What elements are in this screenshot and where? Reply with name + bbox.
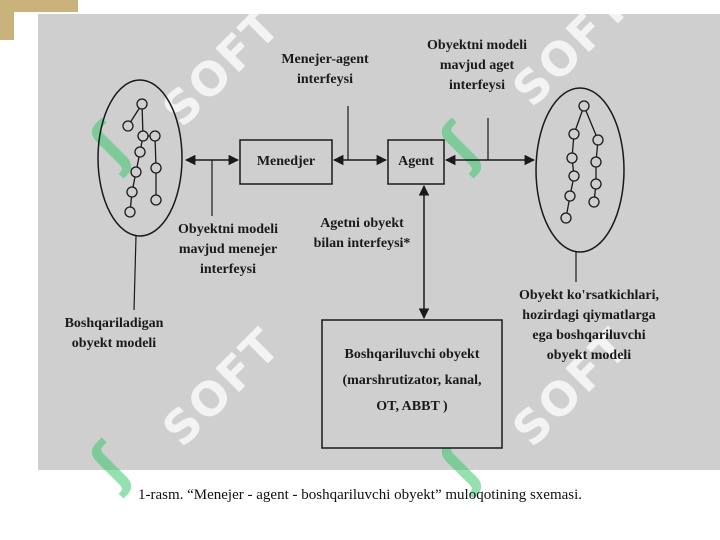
label-boshqariladigan-model: Boshqariladigan obyekt modeli [64, 316, 164, 351]
corner-accent [0, 0, 78, 12]
manager-box-label: Menedjer [256, 154, 316, 169]
agent-box [387, 139, 445, 185]
leader-left-model [133, 235, 137, 311]
manager-box [239, 139, 333, 185]
label-obyekt-agent-interfeysi: Obyektni modeli mavjud aget interfeysi [427, 38, 527, 93]
managed-object-box-label: Boshqariluvchi obyekt (marshrutizator, k… [342, 347, 482, 414]
manager-model-ellipse [97, 79, 183, 237]
label-agent-obyekt-interfeysi: Agetni obyekt bilan interfeysi* [313, 216, 411, 251]
label-agent-model: Obyekt ko'rsatkichlari, hozirdagi qiymat… [518, 288, 659, 363]
label-menejer-agent-interfeysi: Menejer-agent interfeysi [281, 52, 369, 87]
managed-object-box [321, 319, 503, 449]
agent-model-ellipse [535, 87, 625, 253]
figure-caption: 1-rasm. “Menejer - agent - boshqariluvch… [137, 487, 583, 503]
agent-box-label: Agent [398, 154, 434, 169]
label-obyekt-menejer-interfeysi: Obyektni modeli mavjud menejer interfeys… [178, 222, 278, 277]
agent-model-tree [560, 100, 604, 224]
manager-model-tree [122, 98, 162, 218]
corner-accent-side [0, 0, 14, 40]
